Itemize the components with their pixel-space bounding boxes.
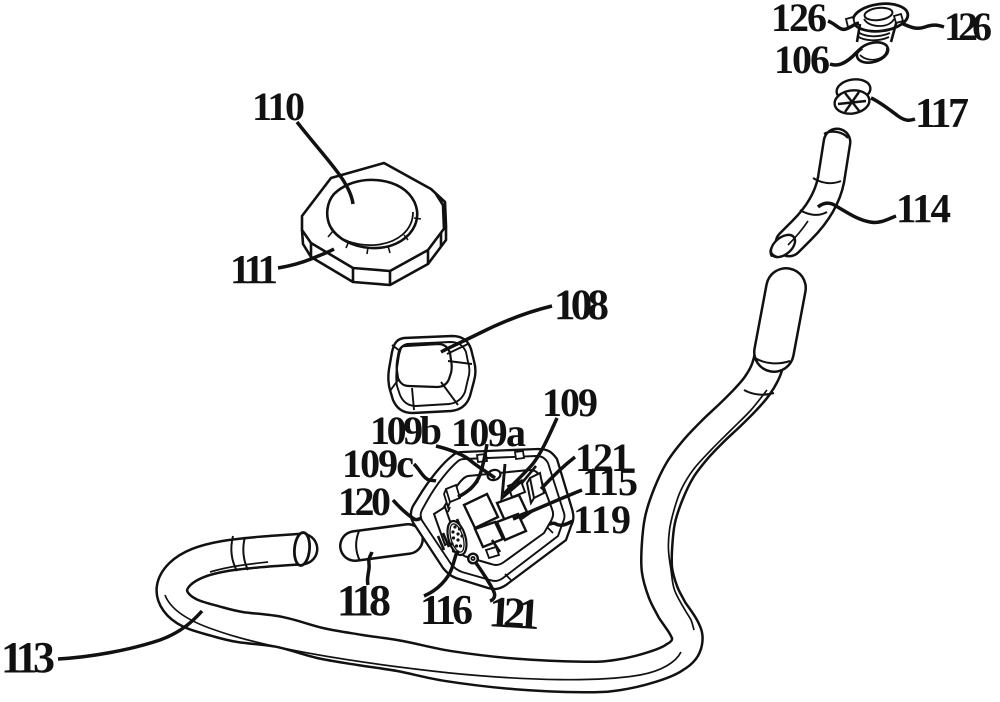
- svg-text:109: 109: [542, 380, 598, 425]
- svg-text:109a: 109a: [451, 410, 526, 455]
- svg-text:126: 126: [944, 4, 992, 49]
- svg-text:108: 108: [554, 282, 609, 329]
- svg-text:106: 106: [774, 37, 830, 82]
- svg-text:115: 115: [582, 459, 638, 504]
- svg-text:113: 113: [1, 633, 55, 682]
- svg-text:116: 116: [420, 588, 473, 634]
- svg-text:121: 121: [487, 587, 541, 639]
- svg-text:126: 126: [771, 0, 827, 40]
- svg-text:110: 110: [252, 84, 305, 129]
- svg-text:120: 120: [338, 479, 391, 524]
- svg-text:121: 121: [575, 435, 631, 480]
- svg-text:117: 117: [915, 91, 969, 137]
- svg-text:109c: 109c: [342, 441, 414, 486]
- svg-text:114: 114: [896, 185, 951, 231]
- svg-text:109b: 109b: [370, 408, 442, 453]
- svg-text:119: 119: [573, 497, 631, 542]
- svg-text:111: 111: [230, 246, 278, 292]
- svg-text:118: 118: [337, 576, 391, 625]
